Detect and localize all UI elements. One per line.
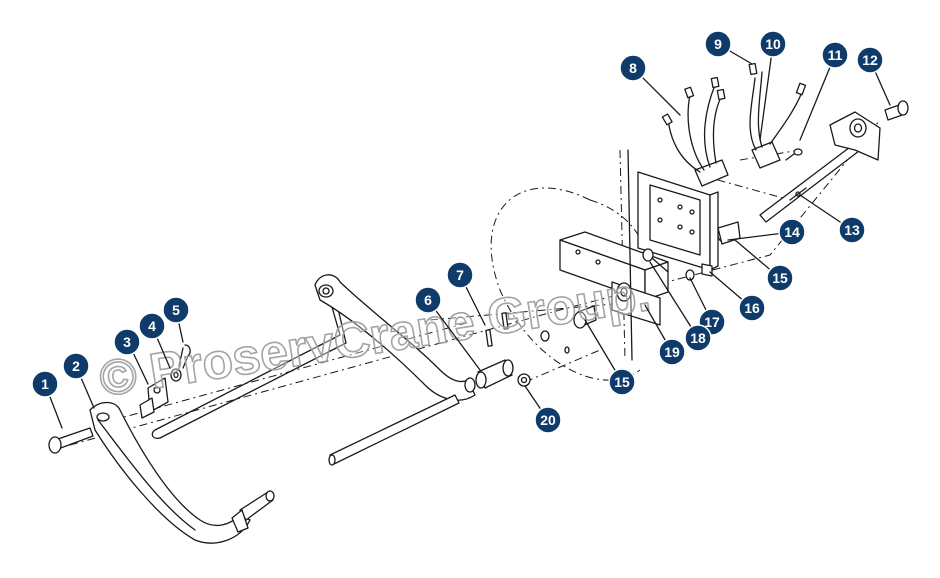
- pins-part-7: [485, 312, 509, 347]
- svg-text:13: 13: [844, 222, 860, 238]
- screw-part-11: [785, 148, 803, 161]
- svg-text:20: 20: [540, 412, 556, 428]
- svg-text:4: 4: [148, 318, 156, 334]
- bolt-part-12: [884, 100, 909, 121]
- callout-9: 9: [704, 30, 732, 58]
- callout-8: 8: [619, 54, 647, 82]
- bushing-part-15-lower: [573, 305, 597, 329]
- nut-part-16: [701, 263, 713, 277]
- sleeve-part-6: [475, 359, 514, 389]
- cotter-pin-part-5: [178, 344, 191, 369]
- callout-5: 5: [162, 296, 190, 324]
- mounting-plate: [637, 171, 719, 271]
- nut-part-20: [517, 373, 531, 387]
- bracket-part-3: [139, 377, 169, 419]
- svg-text:6: 6: [424, 292, 432, 308]
- callout-19: 19: [658, 338, 686, 366]
- assembly-guide-lines: [69, 119, 881, 446]
- svg-text:11: 11: [828, 47, 843, 63]
- limit-switch-part-10: [748, 62, 807, 169]
- callout-11: 11: [821, 41, 849, 69]
- leader-lines: [44, 43, 891, 429]
- svg-text:12: 12: [862, 52, 878, 68]
- copyright-watermark: © ProservCrane Group.: [96, 265, 654, 407]
- callout-4: 4: [138, 312, 166, 340]
- callout-15-lower: 15: [608, 368, 636, 396]
- callout-16: 16: [738, 294, 766, 322]
- svg-text:8: 8: [629, 60, 637, 76]
- callout-1: 1: [31, 370, 59, 398]
- svg-text:17: 17: [704, 314, 720, 330]
- svg-text:18: 18: [690, 330, 706, 346]
- callout-12: 12: [856, 46, 884, 74]
- svg-text:19: 19: [664, 344, 680, 360]
- plate-edge-line: [627, 149, 633, 361]
- swing-arm-front: [89, 401, 275, 544]
- svg-text:5: 5: [172, 302, 180, 318]
- svg-text:1: 1: [41, 376, 49, 392]
- washer-part-4: [170, 368, 182, 382]
- lock-washer-part-17: [685, 269, 695, 281]
- callout-15-upper: 15: [766, 264, 794, 292]
- bolt-part-1: [48, 427, 94, 454]
- callout-20: 20: [534, 406, 562, 434]
- tie-rod: [151, 299, 347, 439]
- screw-part-18: [642, 248, 669, 273]
- svg-text:9: 9: [714, 36, 722, 52]
- callout-3: 3: [113, 328, 141, 356]
- callout-2: 2: [62, 352, 90, 380]
- svg-text:15: 15: [772, 270, 788, 286]
- svg-text:7: 7: [456, 267, 464, 283]
- end-bracket: [829, 111, 881, 161]
- svg-text:16: 16: [744, 300, 760, 316]
- callout-18: 18: [684, 324, 712, 352]
- mount-block-part-19: [559, 231, 669, 326]
- svg-text:10: 10: [765, 36, 781, 52]
- limit-switch-part-8: [661, 76, 729, 187]
- callout-10: 10: [759, 30, 787, 58]
- svg-text:15: 15: [614, 374, 630, 390]
- callout-14: 14: [778, 218, 806, 246]
- callout-7: 7: [446, 261, 474, 289]
- small-washers: [540, 330, 570, 354]
- callout-6: 6: [414, 286, 442, 314]
- callout-13: 13: [838, 216, 866, 244]
- svg-text:3: 3: [123, 334, 131, 350]
- svg-text:14: 14: [784, 224, 800, 240]
- swing-arm-rear: [314, 274, 476, 466]
- callout-badges: 1 2 3 4 5 6 7 8 9 10 11 12 13 14 15 15 1…: [31, 30, 884, 434]
- svg-text:2: 2: [72, 358, 80, 374]
